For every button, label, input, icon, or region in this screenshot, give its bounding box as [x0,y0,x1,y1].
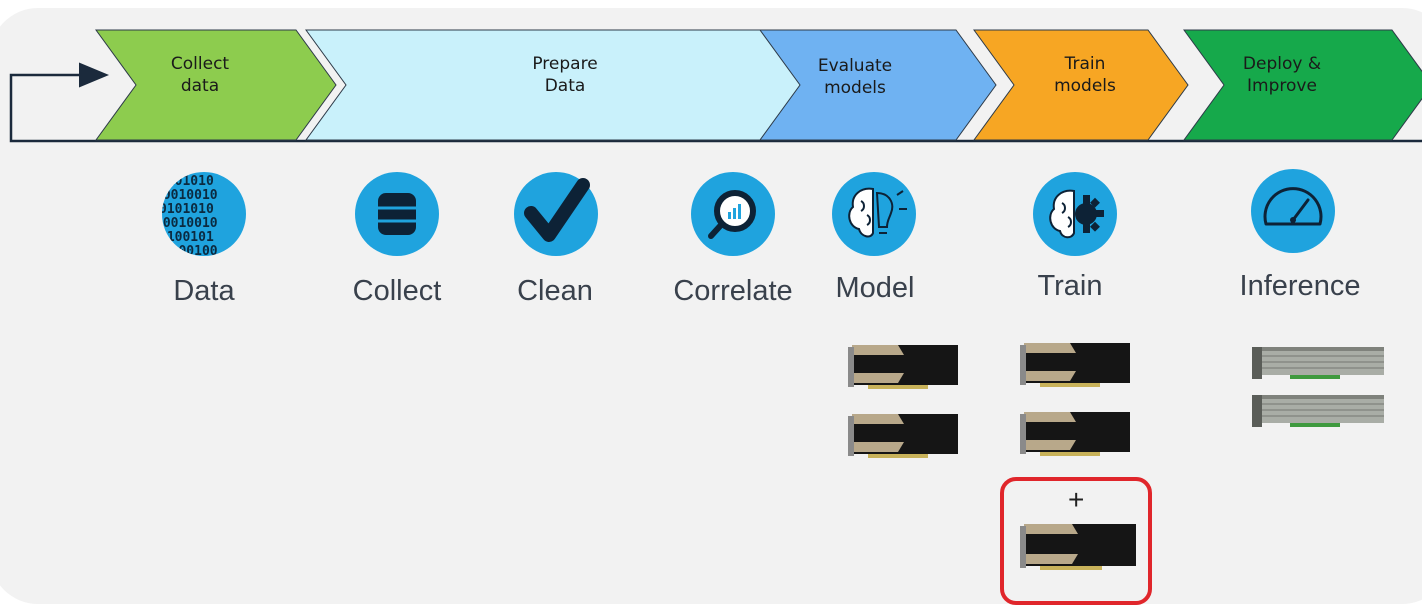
magnifier-chart-icon [691,172,775,256]
svg-text:10010010: 10010010 [161,188,218,203]
checkmark-icon [514,172,598,256]
svg-text:0101010: 0101010 [161,174,214,189]
chevron-collect-data [95,29,337,141]
database-icon [355,172,439,256]
loop-arrow [9,62,1422,143]
gpu-card-model-1 [848,345,958,389]
gpu-card-inference-1 [1252,347,1384,379]
step-label-collect: Collect [352,275,442,307]
stage-label-deploy: Deploy &Improve [1242,54,1322,96]
step-label-inference: Inference [1239,270,1361,302]
added-gpu-highlight [1000,477,1152,605]
step-label-train: Train [1037,270,1103,302]
gpu-card-train-2 [1020,412,1130,456]
gpu-card-inference-2 [1252,395,1384,427]
chevron-train-models [973,29,1189,141]
svg-text:0100101: 0100101 [161,230,214,245]
brain-idea-icon [832,172,916,256]
plus-sign: + [1068,484,1085,515]
step-label-data: Data [173,275,235,307]
gpu-card-model-2 [848,414,958,458]
step-label-model: Model [835,272,915,304]
chevron-evaluate-models [759,29,997,141]
brain-gear-icon [1033,172,1117,256]
svg-text:0101010: 0101010 [161,202,214,217]
step-label-clean: Clean [517,275,593,307]
step-label-correlate: Correlate [673,275,793,307]
svg-text:10100100: 10100100 [161,244,218,257]
gpu-card-added [1020,524,1136,570]
chevron-deploy-improve [1183,29,1422,141]
pipeline-chevrons [9,29,1422,143]
speedometer-icon [1251,169,1335,253]
svg-text:10010010: 10010010 [161,216,218,231]
binary-data-icon: 0101010 10010010 0101010 10010010 010010… [161,172,246,257]
gpu-card-train-1 [1020,343,1130,387]
